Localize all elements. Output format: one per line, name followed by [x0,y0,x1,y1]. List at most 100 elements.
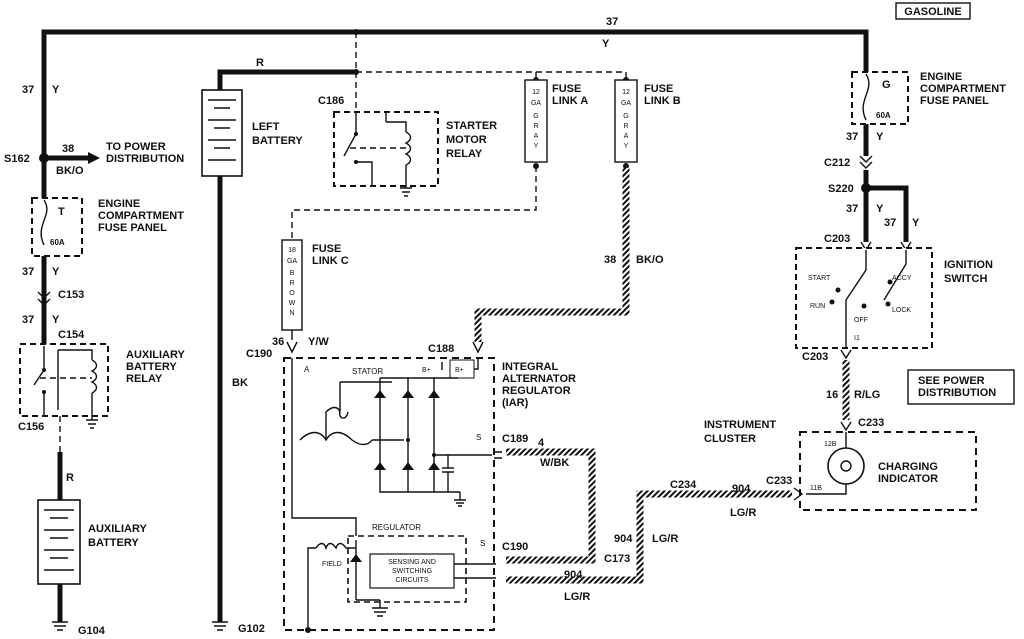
starter-motor-relay: C186 STARTER MOTOR RELAY [318,95,497,197]
dashed-fuse-a-to-c [291,166,537,240]
flc-g5: W [289,300,296,307]
flb-g1: GA [621,100,631,107]
c234-label: C234 [670,479,697,491]
fuse-g-label: G [882,79,891,91]
wire-36-num: 36 [272,336,284,348]
ecfp-left-3: FUSE PANEL [98,222,167,234]
iar-3: REGULATOR [502,385,571,397]
sensing-3: CIRCUITS [395,577,428,584]
sensing-1: SENSING AND [388,559,436,566]
c186-label: C186 [318,95,344,107]
fla-g1: GA [531,100,541,107]
ecfp-left-1: ENGINE [98,198,140,210]
ign-start: START [808,275,831,282]
c154-label: C154 [58,329,85,341]
charging-indicator-2: INDICATOR [878,473,938,485]
wire-37-right-b-num: 37 [884,217,896,229]
aux-relay-1: AUXILIARY [126,349,186,361]
iar-2: ALTERNATOR [502,373,576,385]
c188-label: C188 [428,343,454,355]
g102-label: G102 [238,623,265,635]
wire-lgr-c: LG/R [564,591,590,603]
fla-g3: R [533,123,538,130]
wire-37-left-color-b: Y [52,266,60,278]
fuse-link-a-2: LINK A [552,95,588,107]
c153-label: C153 [58,289,84,301]
wire-38-num: 38 [604,254,616,266]
auxiliary-battery: AUXILIARY BATTERY G104 [37,499,148,637]
connector-c156: C156 R [18,416,74,500]
wire-37-left-label-c: 37 [22,314,34,326]
s-terminal-1: S [476,433,481,442]
wire-bko-label: BK/O [56,165,84,177]
wire-37-top-color: Y [602,38,610,50]
fuse-link-c-2: LINK C [312,255,349,267]
integral-alternator-regulator: C188 INTEGRAL ALTERNATOR REGULATOR (IAR)… [283,341,576,633]
wire-bko-color: BK/O [636,254,664,266]
iar-1: INTEGRAL [502,361,559,373]
pin-11b: 11B [810,485,822,492]
wire-904-num-b: 904 [614,533,633,545]
stator-label: STATOR [352,367,383,376]
wire-37-left-label: 37 [22,84,34,96]
flc-g4: O [289,290,295,297]
a-terminal: A [304,365,310,374]
aux-relay-3: RELAY [126,373,163,385]
c189-label: C189 [502,433,528,445]
fla-g4: A [534,133,539,140]
flb-g5: Y [624,143,629,150]
wire-16-num: 16 [826,389,838,401]
gasoline-badge: GASOLINE [895,2,971,20]
see-power-2: DISTRIBUTION [918,387,996,399]
wire-lgr-b: LG/R [652,533,678,545]
flb-g3: R [623,123,628,130]
wire-37-left-color-c: Y [52,314,60,326]
bplus-1: B+ [422,367,431,374]
left-battery-1: LEFT [252,121,280,133]
fuse-t-label: T [58,206,65,218]
charging-indicator-1: CHARGING [878,461,938,473]
starter-relay-1: STARTER [446,120,497,132]
flb-g4: A [624,133,629,140]
fuse-link-b-2: LINK B [644,95,681,107]
wire-37-right-a-color: Y [876,203,884,215]
fla-g0: 12 [532,89,540,96]
c212-label: C212 [824,157,850,169]
aux-battery-1: AUXILIARY [88,523,148,535]
gasoline-badge-text: GASOLINE [904,6,961,18]
fuse-link-b: 12 GA G R A Y FUSE LINK B [614,72,681,169]
wire-4-num: 4 [538,437,545,449]
c233-b-label: C233 [858,417,884,429]
wire-38-label: 38 [62,143,74,155]
wire-wbk: W/BK [540,457,569,469]
flc-g1: GA [287,258,297,265]
aux-relay-2: BATTERY [126,361,177,373]
regulator-label: REGULATOR [372,523,421,532]
cluster-2: CLUSTER [704,433,756,445]
wire-16-rlg: 16 R/LG C233 [826,360,884,432]
ignition-switch: C203 START RUN OFF ACCY LOCK I1 IGNITION… [795,233,993,363]
ign-accy: ACCY [892,275,912,282]
wire-904-num-a: 904 [732,483,751,495]
fuse-link-c: 18 GA B R O W N FUSE LINK C 36 Y/W C190 [246,239,349,360]
see-power-1: SEE POWER [918,375,985,387]
fuse-60a-right: 60A [876,111,891,120]
cluster-1: INSTRUMENT [704,419,776,431]
ecfp-right-3: FUSE PANEL [920,95,989,107]
s162-label: S162 [4,153,30,165]
field-label: FIELD [322,561,342,568]
fuse-link-a-1: FUSE [552,83,581,95]
auxiliary-battery-relay: C154 AUXILIARY BATTERY RELAY [19,329,186,429]
wire-37-right-num: 37 [846,131,858,143]
connector-c153: C153 [37,289,84,344]
wire-bk-label: BK [232,377,248,389]
to-power-distribution-2: DISTRIBUTION [106,153,184,165]
wire-37-top-label: 37 [606,16,618,28]
wire-904-num-c: 904 [564,569,583,581]
fuse-60a-left: 60A [50,238,65,247]
flc-g0: 18 [288,247,296,254]
flc-g2: B [290,270,295,277]
flc-g6: N [289,310,294,317]
charging-indicator-lamp [827,447,865,485]
wire-rlg: R/LG [854,389,880,401]
